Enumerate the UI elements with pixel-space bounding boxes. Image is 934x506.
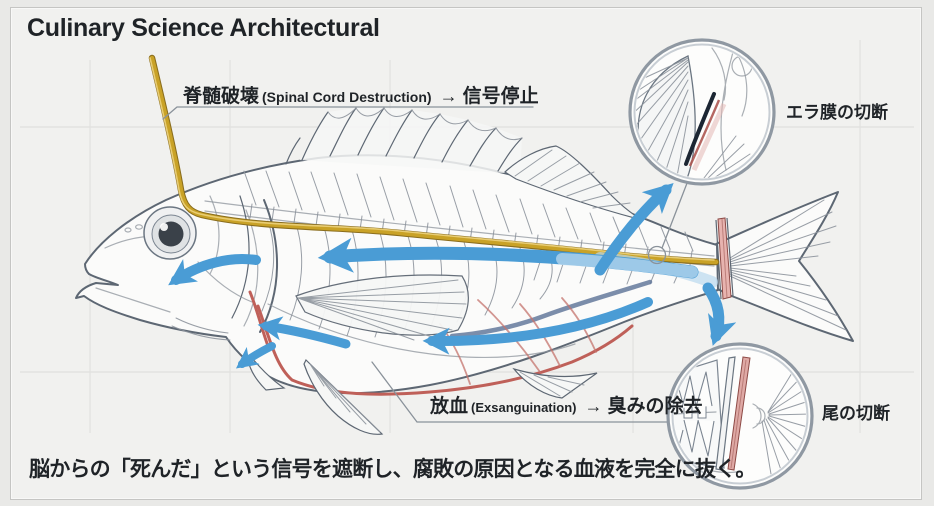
arrow-to-gill-inset — [594, 182, 674, 276]
gill-inset-art — [636, 46, 757, 178]
tail-inset — [666, 342, 814, 490]
spinal-callout-en: (Spinal Cord Destruction) — [262, 89, 432, 105]
wire-tip-marker — [647, 245, 667, 265]
fish-body — [75, 154, 719, 395]
spinal-cord-callout: 脊髄破壊 (Spinal Cord Destruction) → 信号停止 — [183, 81, 539, 108]
arrow-into-gills — [168, 254, 261, 286]
spinal-callout-underline — [162, 106, 534, 120]
exsanguination-callout: 放血 (Exsanguination) → 臭みの除去 — [430, 391, 702, 418]
main-artery — [256, 304, 634, 396]
gill-inset-label: エラ膜の切断 — [786, 103, 888, 122]
spinal-callout-result: 信号停止 — [462, 86, 539, 107]
bleed-callout-underline — [371, 361, 680, 423]
bleed-callout-en: (Exsanguination) — [471, 400, 577, 415]
bleed-callout-result: 臭みの除去 — [607, 396, 703, 417]
arrow-to-tail-inset — [702, 282, 737, 346]
arrow-lower-body — [422, 297, 653, 355]
callout-leader-lines — [162, 106, 690, 423]
vertebrae-ticks — [249, 203, 693, 266]
tail-cut — [715, 217, 734, 300]
gill-inset-leader — [661, 177, 690, 249]
footnote-text: 脳からの「死んだ」という信号を遮断し、腐敗の原因となる血液を完全に抜く。 — [29, 458, 756, 481]
blood-flow-arrows — [168, 182, 737, 369]
side-fins — [247, 274, 598, 435]
caudal-vein — [449, 279, 653, 339]
dorsal-fins — [285, 107, 643, 221]
tail-inset-label: 尾の切断 — [822, 404, 890, 423]
bleed-callout-arrow: → — [584, 396, 603, 416]
spinal-callout-jp: 脊髄破壊 — [183, 86, 260, 107]
hemal-spines — [533, 249, 683, 285]
gill-inset — [628, 38, 776, 186]
bleed-callout-jp: 放血 — [430, 396, 469, 417]
arrow-belly-forward — [257, 316, 351, 349]
arrow-gill-outlet — [235, 342, 276, 369]
neural-spines — [243, 170, 694, 252]
tail-fin — [715, 191, 854, 342]
spinal-callout-arrow: → — [439, 86, 458, 106]
fish-eye — [143, 206, 197, 260]
page-title: Culinary Science Architectural — [27, 14, 380, 42]
